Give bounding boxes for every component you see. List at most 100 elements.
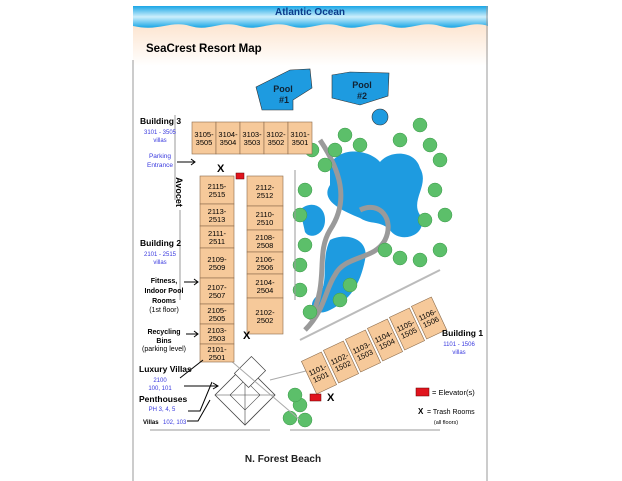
recycling-label: Recycling — [147, 329, 180, 336]
villas-prefix: Villas — [143, 420, 159, 426]
tree-icon — [292, 282, 308, 298]
unit-shape — [191, 121, 217, 155]
building-2-range: 2101 - 2515 — [144, 252, 177, 258]
unit-number: 2106- — [255, 255, 275, 264]
unit-number: 2509 — [209, 263, 226, 272]
ocean — [133, 6, 488, 28]
pool-2 — [331, 71, 390, 106]
unit-shape — [301, 351, 337, 395]
unit-number: 3501 — [292, 138, 309, 147]
tree-icon — [417, 212, 433, 228]
tree-icon — [437, 207, 453, 223]
building-2-unit: 2103-2503 — [199, 323, 235, 345]
elevator-legend-label: = Elevator(s) — [432, 388, 475, 397]
fitness-label: Fitness, — [151, 278, 178, 285]
trash-room-marker: X — [327, 392, 335, 404]
map-title: SeaCrest Resort Map — [146, 43, 262, 55]
building-3-label: Building 3 — [140, 116, 181, 126]
unit-number: 2107- — [207, 283, 227, 292]
hot-tub — [371, 108, 389, 126]
unit-shape — [199, 343, 235, 363]
unit-number: 3101- — [290, 130, 310, 139]
building-1-unit: 1103-1503 — [345, 329, 381, 373]
unit-number: 2108- — [255, 233, 275, 242]
building-2-unit: 2109-2509 — [199, 247, 235, 279]
building-3-range: 3101 - 3505 — [144, 130, 177, 136]
arrow-icon — [184, 278, 199, 286]
building-2-label: Building 2 — [140, 238, 181, 248]
trees — [282, 117, 453, 428]
unit-number: 2101- — [207, 345, 227, 354]
building-3-unit: 3101-3501 — [287, 121, 313, 155]
building-3-unit: 3104-3504 — [215, 121, 241, 155]
tree-icon — [392, 132, 408, 148]
lagoon-north — [327, 151, 423, 238]
building-3-type: villas — [153, 138, 166, 144]
building-2-unit: 2108-2508 — [246, 229, 284, 253]
building-2-unit: 2115-2515 — [199, 175, 235, 205]
arrow-icon — [186, 330, 199, 338]
unit-shape — [246, 273, 284, 299]
building-2-unit: 2111-2511 — [199, 225, 235, 249]
building-1-unit: 1101-1501 — [301, 351, 337, 395]
unit-number: 2507 — [209, 291, 226, 300]
building-3-unit: 3103-3503 — [239, 121, 265, 155]
building-2-unit: 2102-2502 — [246, 297, 284, 335]
service-road — [299, 269, 441, 341]
unit-number: 2504 — [257, 286, 274, 295]
penthouse-units: PH 3, 4, 5 — [149, 407, 176, 413]
penthouses-label: Penthouses — [139, 394, 187, 404]
unit-shape — [411, 296, 447, 340]
building-3-unit: 3102-3502 — [263, 121, 289, 155]
arrow-icon — [177, 158, 196, 166]
building-1-unit: 1104-1504 — [367, 318, 403, 362]
unit-number: 2502 — [257, 316, 274, 325]
unit-number: 2115- — [208, 182, 227, 191]
unit-shape — [199, 247, 235, 279]
unit-number: 2103- — [207, 326, 227, 335]
arrow-icon — [179, 359, 219, 390]
unit-shape — [246, 297, 284, 335]
parking-label-2: Entrance — [147, 162, 173, 169]
unit-number: 2102- — [255, 308, 275, 317]
ocean-label: Atlantic Ocean — [275, 7, 345, 18]
tree-icon — [327, 142, 343, 158]
unit-shape — [389, 307, 425, 351]
pool-2-number: #2 — [357, 91, 367, 101]
tree-icon — [342, 277, 358, 293]
unit-shape — [323, 340, 359, 384]
fitness-label-2: Indoor Pool — [145, 288, 184, 295]
elevator-marker — [309, 393, 322, 402]
tree-icon — [317, 157, 333, 173]
unit-shape — [287, 121, 313, 155]
tree-icon — [422, 137, 438, 153]
road-outline — [150, 115, 440, 431]
pool-1-number: #1 — [279, 95, 289, 105]
unit-shape — [367, 318, 403, 362]
tree-icon — [297, 182, 313, 198]
unit-number: 2512 — [257, 191, 274, 200]
elevator-marker — [235, 172, 245, 180]
building-1-unit: 1105-1505 — [389, 307, 425, 351]
luxury-units: 2100 — [153, 378, 167, 384]
walking-path — [303, 138, 391, 332]
tree-icon — [352, 137, 368, 153]
pool-1-label: Pool — [273, 84, 293, 94]
building-3-unit: 3105-3505 — [191, 121, 217, 155]
tree-icon — [377, 242, 393, 258]
pool-1 — [255, 68, 313, 111]
tree-icon — [392, 250, 408, 266]
unit-number: 2111- — [208, 229, 227, 238]
luxury-villas-label: Luxury Villas — [139, 364, 192, 374]
tree-icon — [427, 182, 443, 198]
luxury-villa-building — [233, 355, 267, 389]
parking-label: Parking — [149, 153, 171, 160]
building-2-unit: 2104-2504 — [246, 273, 284, 299]
fitness-label-4: (1st floor) — [149, 307, 179, 314]
unit-number: 2113- — [208, 207, 227, 216]
unit-number: 2505 — [209, 314, 226, 323]
unit-number: 2503 — [209, 334, 226, 343]
unit-number: 2513 — [209, 215, 226, 224]
unit-number: 2109- — [207, 255, 227, 264]
